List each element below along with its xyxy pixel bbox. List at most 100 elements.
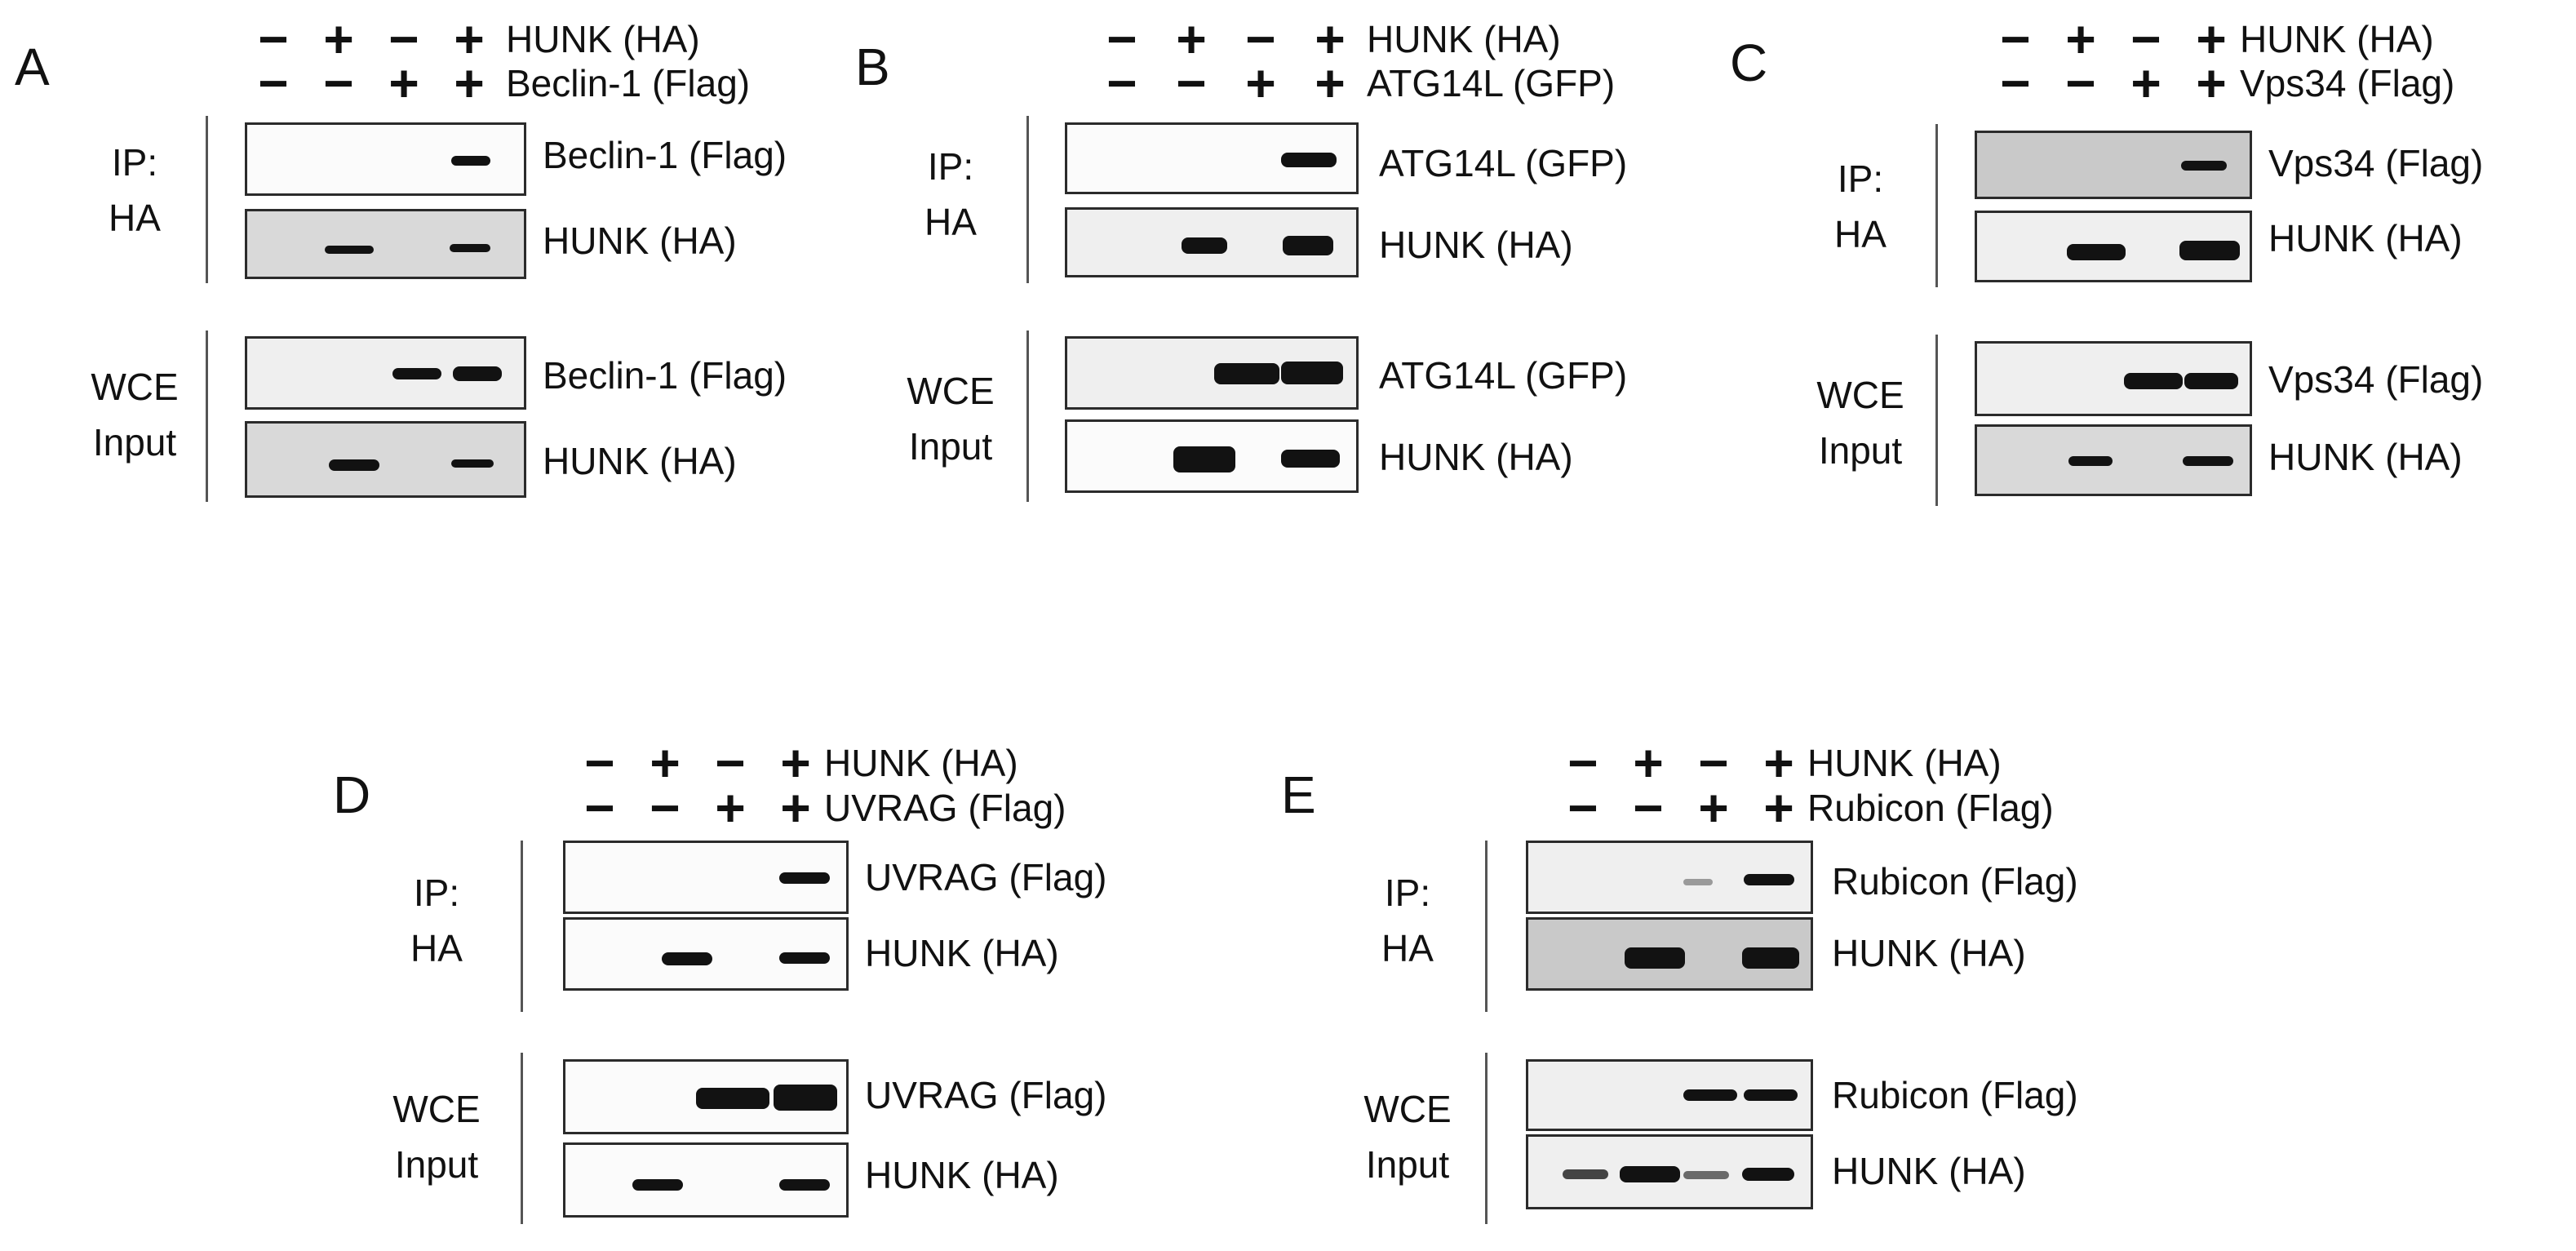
sign-row-label: UVRAG (Flag): [824, 787, 1066, 829]
group-label-line: WCE: [907, 370, 995, 412]
lane-sign: +: [1315, 54, 1346, 113]
blot-band: [779, 952, 830, 964]
sign-row-label: ATG14L (GFP): [1367, 62, 1616, 104]
blot-band: [1744, 1089, 1798, 1101]
lane-sign: −: [1245, 10, 1276, 69]
blot-strip: [1526, 1059, 1813, 1131]
blot-strip: [1975, 424, 2252, 496]
group-label-line: WCE: [1816, 374, 1904, 416]
lane-sign: −: [323, 54, 354, 113]
blot-label: ATG14L (GFP): [1379, 142, 1628, 184]
blot-band: [774, 1085, 837, 1111]
group-label-line: HA: [924, 201, 977, 243]
blot-band: [1744, 874, 1794, 885]
lane-sign: −: [258, 10, 289, 69]
blot-band: [451, 459, 494, 468]
group-label-wce: WCE Input: [375, 1081, 498, 1192]
blot-band: [662, 952, 712, 965]
blot-strip: [1975, 131, 2252, 199]
blot-strip: [563, 1142, 849, 1218]
group-bracket: [521, 1053, 523, 1224]
blot-strip: [1065, 207, 1359, 277]
blot-label: Rubicon (Flag): [1832, 1074, 2078, 1116]
lane-sign: +: [1245, 54, 1276, 113]
blot-band: [1281, 362, 1343, 384]
group-label-line: HA: [1834, 213, 1887, 255]
blot-band: [1683, 1171, 1729, 1179]
lane-sign: −: [1633, 779, 1664, 837]
blot-label: ATG14L (GFP): [1379, 354, 1628, 397]
lane-sign: −: [1176, 54, 1207, 113]
blot-label: UVRAG (Flag): [865, 1074, 1107, 1116]
blot-band: [632, 1179, 683, 1191]
lane-sign: +: [388, 54, 419, 113]
group-label-wce: WCE Input: [1346, 1081, 1469, 1192]
group-label-line: IP:: [927, 145, 974, 188]
lane-sign: +: [2196, 10, 2227, 69]
panel-letter: E: [1281, 765, 1316, 824]
lane-sign: +: [454, 10, 485, 69]
lane-sign: +: [1633, 734, 1664, 792]
blot-label: HUNK (HA): [1379, 224, 1573, 266]
blot-band: [450, 244, 490, 252]
sign-row-label: Beclin-1 (Flag): [506, 62, 751, 104]
lane-sign: +: [1763, 734, 1794, 792]
group-label-line: HA: [1381, 927, 1434, 969]
blot-label: HUNK (HA): [1832, 1150, 2026, 1192]
group-label-ip: IP: HA: [1346, 865, 1469, 976]
blot-label: HUNK (HA): [543, 440, 737, 482]
blot-strip: [1065, 122, 1359, 194]
lane-sign: +: [1315, 10, 1346, 69]
blot-label: UVRAG (Flag): [865, 856, 1107, 898]
sign-row-label: HUNK (HA): [1807, 742, 2002, 784]
lane-sign: −: [584, 734, 615, 792]
lane-sign: −: [650, 779, 681, 837]
lane-sign: −: [584, 779, 615, 837]
group-label-line: Input: [1818, 429, 1903, 472]
lane-sign: −: [1567, 779, 1598, 837]
blot-band: [451, 156, 490, 166]
group-bracket: [1935, 124, 1938, 287]
lane-sign: −: [2000, 54, 2031, 113]
panel-a: A − + − + HUNK (HA) − − + + Beclin-1 (Fl…: [0, 0, 849, 522]
group-label-wce: WCE Input: [73, 359, 196, 470]
blot-strip: [1526, 917, 1813, 991]
blot-band: [2124, 373, 2183, 389]
group-label-line: IP:: [1384, 872, 1431, 914]
blot-strip: [1526, 841, 1813, 914]
blot-band: [1625, 947, 1685, 969]
group-bracket: [206, 116, 208, 283]
group-bracket: [521, 841, 523, 1012]
blot-strip: [1975, 211, 2252, 282]
lane-sign: −: [2130, 10, 2161, 69]
lane-sign: +: [2196, 54, 2227, 113]
group-label-line: WCE: [91, 366, 179, 408]
blot-band: [329, 459, 379, 471]
sign-row-label: HUNK (HA): [2240, 18, 2434, 60]
group-bracket: [1485, 841, 1488, 1012]
blot-strip: [245, 336, 526, 410]
lane-sign: +: [454, 54, 485, 113]
panel-letter: A: [15, 38, 50, 96]
sign-row-label: HUNK (HA): [506, 18, 700, 60]
sign-row-label: HUNK (HA): [824, 742, 1018, 784]
group-label-wce: WCE Input: [1799, 367, 1922, 478]
lane-sign: +: [780, 734, 811, 792]
group-label-line: HA: [410, 927, 463, 969]
blot-label: HUNK (HA): [1832, 932, 2026, 974]
blot-label: Rubicon (Flag): [1832, 860, 2078, 903]
blot-band: [2067, 244, 2126, 260]
group-label-line: WCE: [392, 1088, 481, 1130]
sign-row-label: Rubicon (Flag): [1807, 787, 2054, 829]
blot-band: [453, 366, 502, 381]
blot-label: Vps34 (Flag): [2268, 142, 2484, 184]
group-label-line: WCE: [1363, 1088, 1452, 1130]
lane-sign: −: [388, 10, 419, 69]
blot-band: [1281, 450, 1340, 468]
blot-label: Beclin-1 (Flag): [543, 134, 787, 176]
panel-b: B − + − + HUNK (HA) − − + + ATG14L (GFP)…: [849, 0, 1714, 522]
lane-sign: +: [1763, 779, 1794, 837]
blot-band: [1620, 1166, 1680, 1182]
panel-letter: C: [1730, 33, 1768, 92]
panel-letter: B: [855, 38, 890, 96]
